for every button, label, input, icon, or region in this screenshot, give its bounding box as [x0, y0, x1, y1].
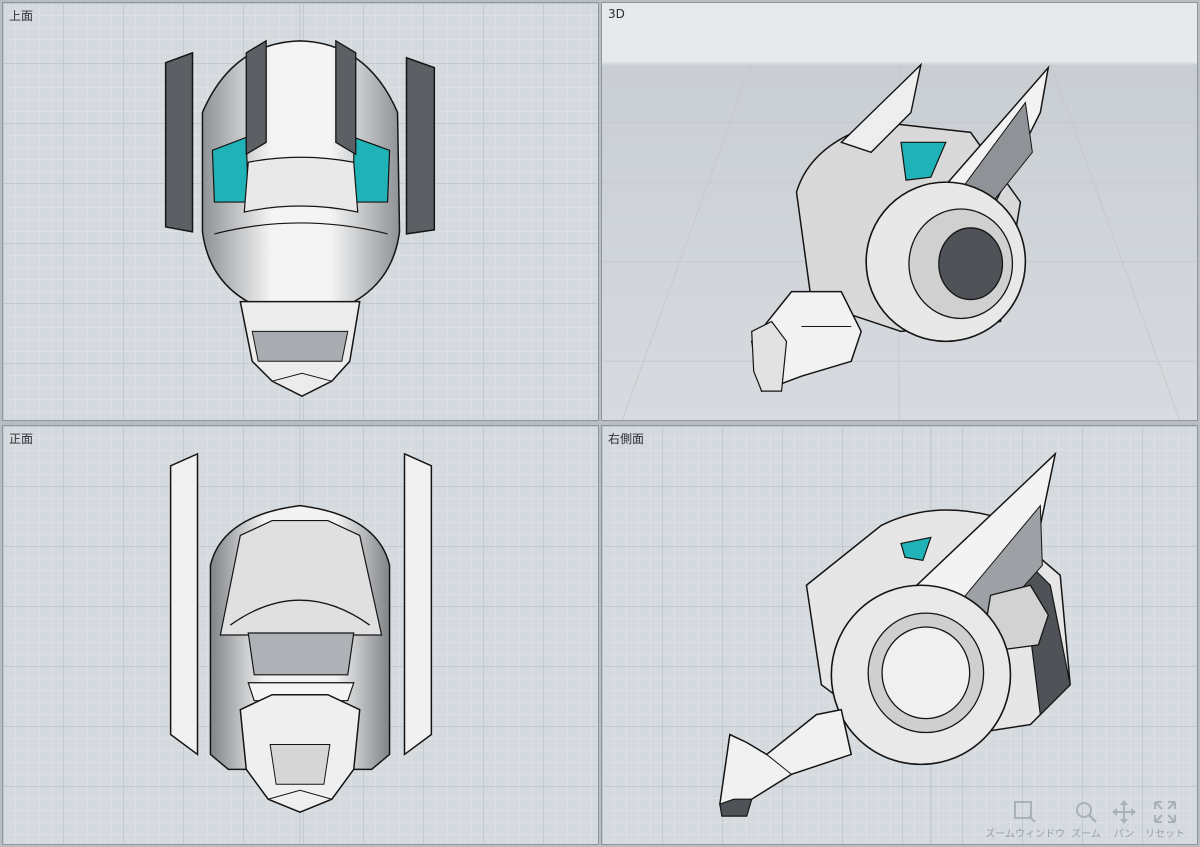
pan-label: パン [1113, 829, 1135, 840]
magnifier-icon [1076, 802, 1097, 823]
zoom-button[interactable]: ズーム [1069, 799, 1103, 840]
zoom-window-label: ズームウィンドウ [985, 829, 1065, 840]
zoom-window-icon [1014, 801, 1036, 823]
viewport-label-front: 正面 [9, 432, 34, 446]
viewport-label-right: 右側面 [608, 432, 645, 446]
helmet-right-view [718, 426, 1071, 844]
zoom-label: ズーム [1071, 829, 1101, 840]
pan-arrows-icon [1112, 800, 1136, 824]
reset-button[interactable]: リセット [1145, 799, 1185, 840]
zoom-window-button[interactable]: ズームウィンドウ [985, 799, 1065, 840]
viewport-right[interactable]: 右側面 ズームウィンドウ [601, 425, 1198, 845]
helmet-perspective-view [602, 62, 1197, 420]
helmet-top-view [164, 3, 436, 420]
viewport-front[interactable]: 正面 [2, 425, 599, 845]
viewport-label-3d: 3D [608, 7, 625, 21]
reset-expand-icon [1154, 801, 1176, 823]
view-toolbar: ズームウィンドウ ズーム パン リセット [985, 799, 1185, 840]
viewport-perspective[interactable]: 3D [601, 2, 1198, 421]
pan-button[interactable]: パン [1107, 799, 1141, 840]
helmet-front-view [169, 426, 433, 844]
viewport-label-top: 上面 [9, 9, 34, 23]
viewport-top[interactable]: 上面 [2, 2, 599, 421]
reset-label: リセット [1145, 829, 1185, 840]
